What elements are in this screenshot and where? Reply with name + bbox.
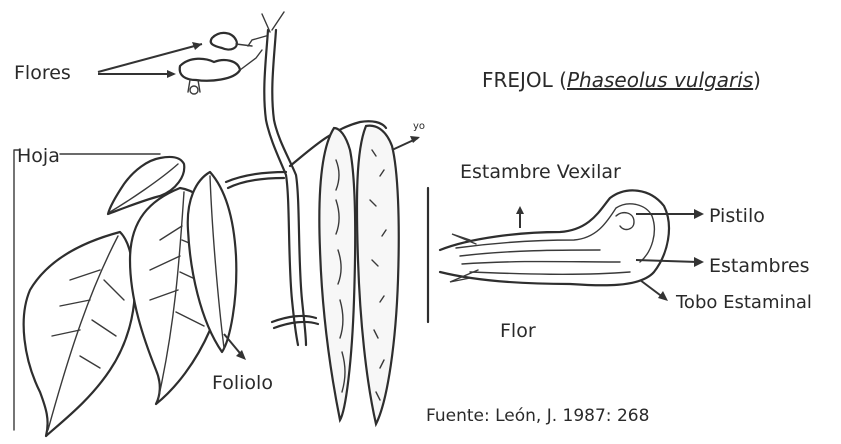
label-foliolo: Foliolo [212,374,273,393]
pod-right [357,126,399,424]
diagram-title: FREJOL (Phaseolus vulgaris) [482,70,761,90]
title-prefix: FREJOL ( [482,68,567,92]
main-stem [264,30,298,345]
label-flores: Flores [14,64,71,83]
pod-left [319,128,355,420]
label-pistilo: Pistilo [709,207,765,226]
leaflet-left [24,232,135,436]
title-scientific-name: Phaseolus vulgaris [567,68,753,92]
flower-cluster-lower [180,59,240,81]
foliolo-arrow [224,334,246,360]
label-tobo-estaminal: Tobo Estaminal [676,294,812,312]
flower-bud [190,86,198,94]
label-hoja: Hoja [17,147,60,166]
title-suffix: ) [753,68,761,92]
label-pod-mark: yo [413,122,425,132]
flower-cluster-upper [211,33,237,50]
leaf-petiole [226,172,286,188]
label-flor: Flor [500,322,536,341]
flower-section [440,190,704,301]
label-estambre-vexilar: Estambre Vexilar [460,163,621,182]
main-stem-outline [272,30,306,345]
label-estambres: Estambres [709,257,810,276]
source-citation: Fuente: León, J. 1987: 268 [426,408,649,425]
pod-arrow [392,136,420,150]
flores-arrows [98,42,202,78]
flower-stalks [188,44,262,92]
stem-tip [248,12,284,46]
